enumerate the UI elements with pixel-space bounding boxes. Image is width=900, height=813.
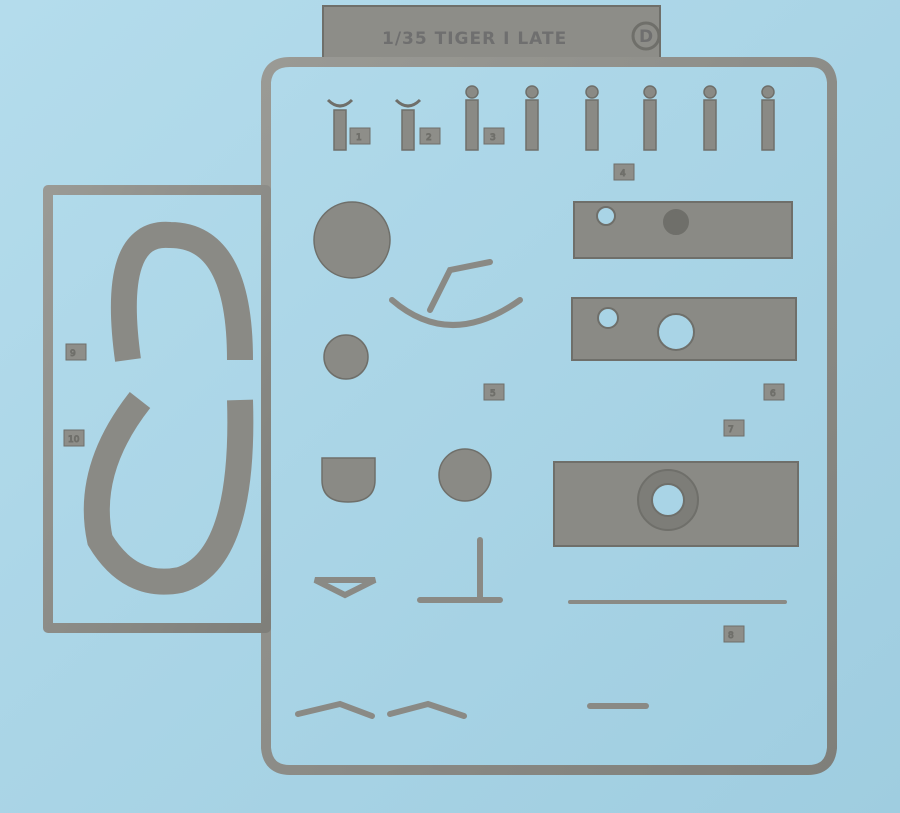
- svg-text:7: 7: [728, 425, 734, 435]
- svg-text:3: 3: [490, 133, 496, 143]
- svg-text:4: 4: [620, 169, 626, 179]
- top-row-parts: [326, 85, 775, 151]
- svg-text:5: 5: [490, 389, 496, 399]
- round-hatch-parts: [313, 201, 492, 503]
- plate-parts: [553, 201, 799, 547]
- svg-text:9: 9: [70, 349, 76, 359]
- loop-part: [83, 221, 254, 595]
- part-number-tags: 1 2 3 4 5 6 7 8 9 10: [63, 127, 785, 643]
- svg-text:6: 6: [770, 389, 776, 399]
- svg-text:1: 1: [356, 133, 362, 143]
- svg-text:8: 8: [728, 631, 734, 641]
- sprue-title: 1/35 TIGER I LATE: [382, 29, 567, 49]
- sprue-title-plate: 1/35 TIGER I LATE D: [322, 5, 661, 61]
- small-parts: [295, 259, 787, 719]
- sprue-letter: D: [639, 27, 654, 47]
- sprue-frame: [43, 57, 837, 775]
- svg-text:2: 2: [426, 133, 432, 143]
- svg-text:10: 10: [68, 435, 80, 445]
